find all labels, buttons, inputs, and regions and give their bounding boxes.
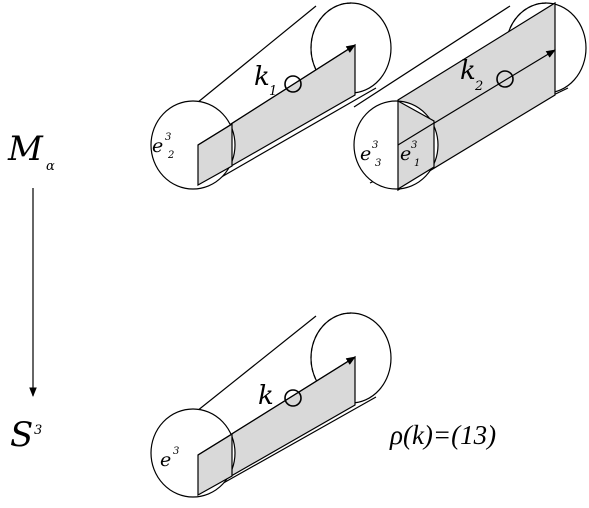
cylinder-edge-bottom	[210, 87, 377, 184]
cylinder-edge-top	[191, 5, 317, 108]
face-b-label-e: e	[400, 143, 411, 165]
meridian-loop	[284, 389, 302, 407]
knot-label-sub: 2	[474, 79, 483, 94]
face-label-e: e	[152, 135, 163, 157]
face-a-label-sup: 3	[372, 140, 378, 151]
meridian-loop	[496, 70, 514, 88]
cylinder-k1: e 3 2 k 1	[150, 2, 392, 190]
cylinder-edge-top	[191, 315, 317, 416]
meridian-loop	[284, 75, 302, 93]
face-a-label-e: e	[360, 143, 371, 165]
knot-label-k: k	[460, 56, 476, 86]
sheet-front-portion	[397, 99, 435, 191]
face-label-sup: 3	[165, 132, 171, 143]
knot-label-k: k	[254, 62, 270, 92]
face-a-label-sub: 3	[375, 158, 381, 169]
left-column: M α S 3	[7, 129, 55, 455]
cylinder-edge-top	[353, 5, 511, 108]
face-label-sup: 3	[173, 446, 179, 457]
knot-label-sub: 1	[269, 84, 277, 99]
face-label-sub: 2	[167, 150, 174, 161]
cylinder-k: e 3 k	[150, 312, 392, 498]
label-S-superscript: 3	[34, 423, 42, 438]
face-label-e: e	[160, 449, 171, 471]
monodromy-formula: ρ(k)=(13)	[389, 420, 496, 450]
label-M-subscript: α	[46, 159, 55, 174]
knot-label-k: k	[258, 381, 274, 411]
face-b-label-sup: 3	[411, 140, 417, 151]
label-S: S	[10, 415, 33, 455]
cylinder-edge-bottom	[210, 396, 377, 491]
knot-front-portion	[197, 123, 233, 146]
knot-front-portion	[197, 433, 233, 456]
knot-front-portion	[397, 122, 435, 146]
label-M: M	[7, 129, 44, 169]
face-b-label-sub: 1	[414, 158, 420, 169]
cylinder-k2: e 3 3 e 3 1 k 2	[353, 1, 587, 192]
